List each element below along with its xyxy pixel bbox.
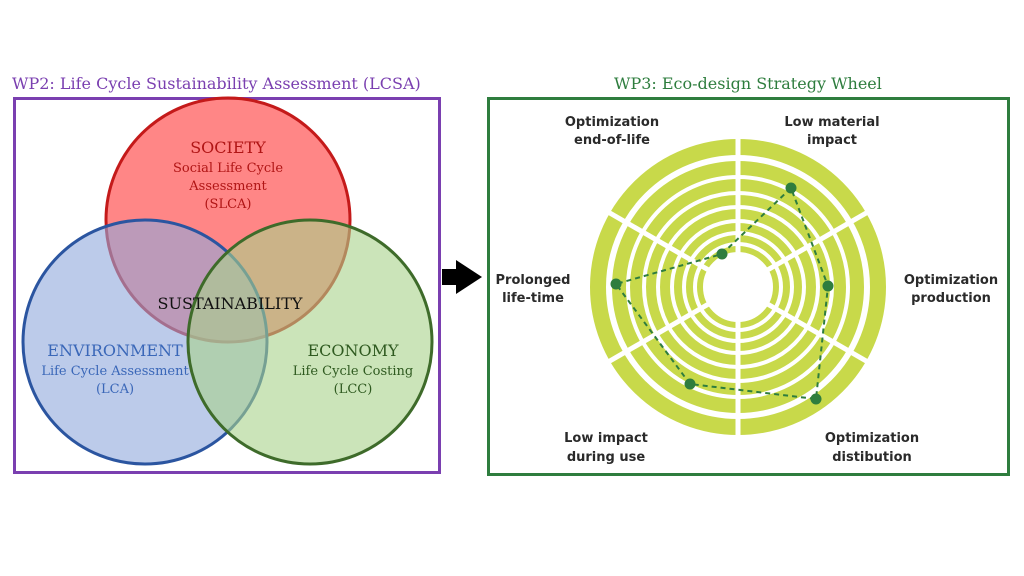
label-lifetime-1: Prolonged xyxy=(496,273,571,288)
profile-point xyxy=(822,280,834,292)
economy-line1: Life Cycle Costing xyxy=(293,364,414,379)
lcsa-panel-title: WP2: Life Cycle Sustainability Assessmen… xyxy=(12,74,421,93)
label-end-of-life-2: end-of-life xyxy=(574,133,650,148)
wheel-divider xyxy=(605,208,714,275)
profile-point xyxy=(716,248,728,260)
label-end-of-life-1: Optimization xyxy=(565,115,659,130)
environment-line2: (LCA) xyxy=(96,382,134,397)
environment-heading: ENVIRONMENT xyxy=(47,341,183,360)
wheel-frame xyxy=(487,97,1010,476)
right-arrow-icon xyxy=(442,260,482,294)
environment-line1: Life Cycle Assessment xyxy=(41,364,189,379)
economy-heading: ECONOMY xyxy=(307,341,399,360)
wheel-divider xyxy=(605,299,714,366)
label-lifetime-2: life-time xyxy=(502,291,564,306)
profile-point xyxy=(610,278,622,290)
wheel-ring xyxy=(697,246,779,328)
wheel-panel-title: WP3: Eco-design Strategy Wheel xyxy=(614,74,882,93)
profile-point xyxy=(684,378,696,390)
economy-circle xyxy=(186,218,434,466)
economy-line2: (LCC) xyxy=(334,382,373,397)
venn-diagram: SOCIETY Social Life Cycle Assessment (SL… xyxy=(21,96,434,466)
label-distribution-2: distibution xyxy=(832,450,912,465)
wheel-profile xyxy=(610,182,834,405)
label-use-1: Low impact xyxy=(564,431,648,446)
society-heading: SOCIETY xyxy=(190,138,266,157)
wheel-divider xyxy=(762,208,871,275)
society-line2: Assessment xyxy=(188,179,267,194)
label-distribution-1: Optimization xyxy=(825,431,919,446)
profile-point xyxy=(785,182,797,194)
wheel-labels: Optimization end-of-life Low material im… xyxy=(496,115,999,465)
eco-design-wheel xyxy=(590,135,886,439)
society-line1: Social Life Cycle xyxy=(173,161,283,176)
society-line3: (SLCA) xyxy=(204,197,251,212)
label-use-2: during use xyxy=(567,450,646,465)
label-production-1: Optimization xyxy=(904,273,998,288)
sustainability-label: SUSTAINABILITY xyxy=(158,294,303,313)
label-production-2: production xyxy=(911,291,991,306)
wheel-divider xyxy=(762,299,871,366)
label-low-material-2: impact xyxy=(807,133,857,148)
profile-point xyxy=(810,393,822,405)
label-low-material-1: Low material xyxy=(784,115,879,130)
